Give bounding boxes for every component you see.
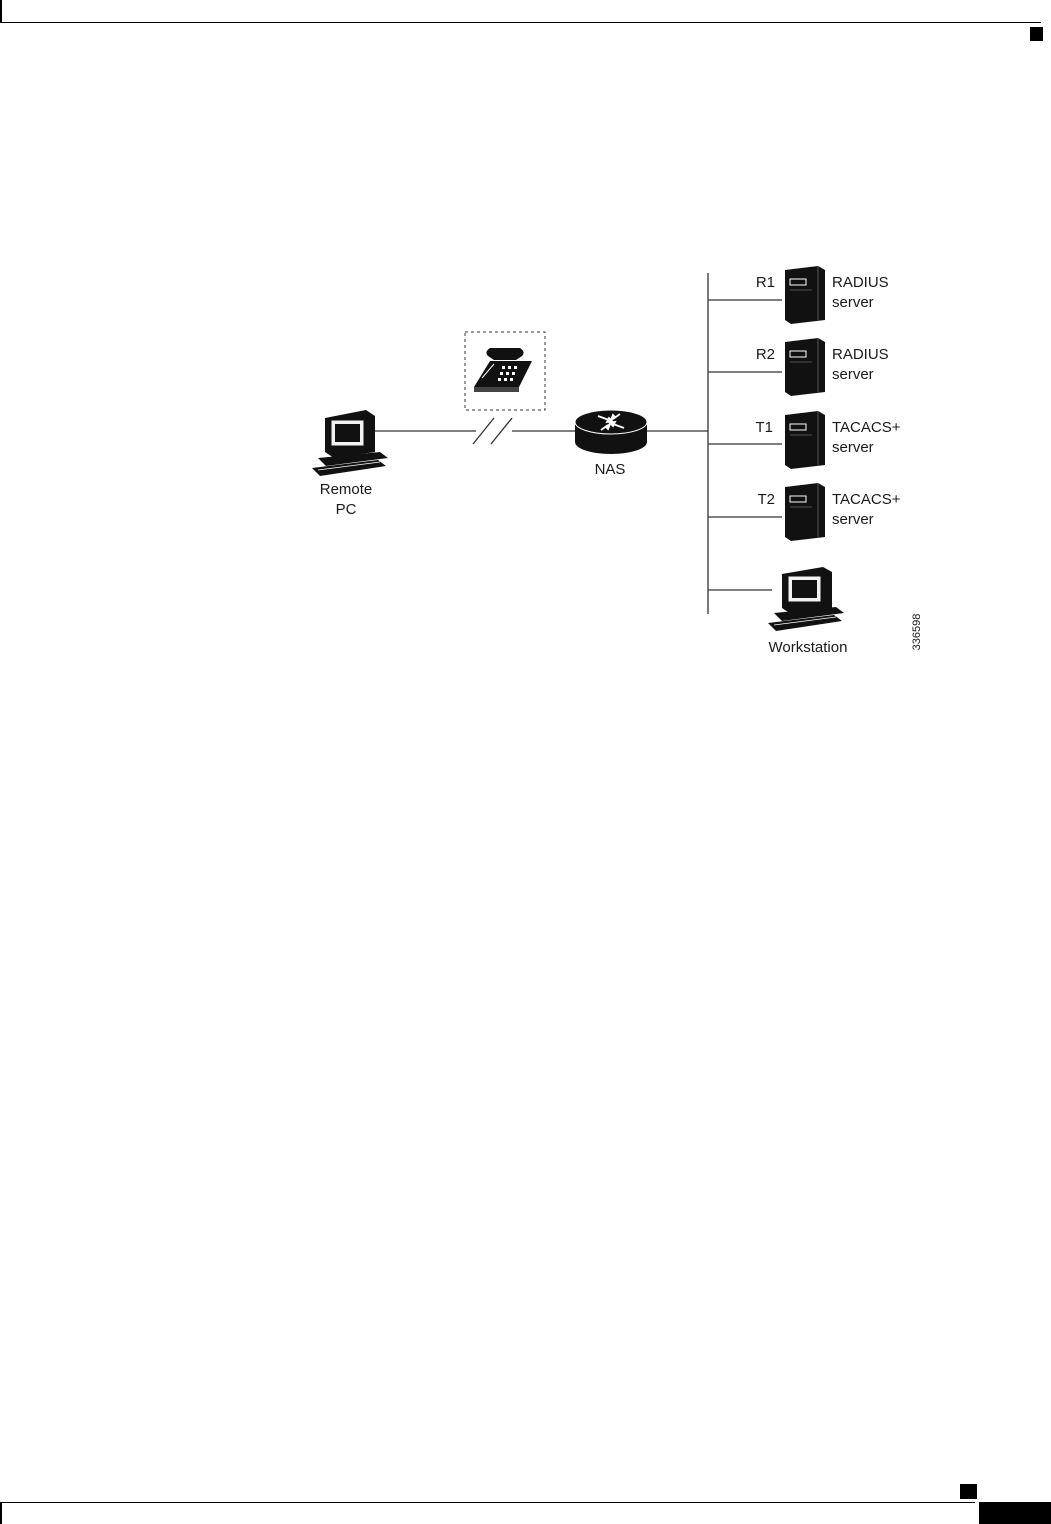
workstation: Workstation <box>768 567 847 656</box>
footer-page-tab <box>979 1502 1051 1524</box>
server-label-line2: server <box>832 439 874 456</box>
server-tower-icon <box>785 338 825 396</box>
remote-pc-label-line1: Remote <box>320 481 373 498</box>
header-left-tick <box>0 0 2 22</box>
header-corner-marker <box>1030 27 1043 41</box>
footer-rule <box>0 1502 975 1503</box>
server-label-line2: server <box>832 294 874 311</box>
footer-corner-marker <box>960 1484 977 1499</box>
figure-id: 336598 <box>911 614 923 651</box>
server-label-line1: RADIUS <box>832 346 889 363</box>
header-rule <box>0 22 1041 23</box>
server-label-line2: server <box>832 366 874 383</box>
nas-label: NAS <box>595 461 626 478</box>
footer-left-tick <box>0 1503 2 1524</box>
remote-pc: Remote PC <box>312 410 388 518</box>
server-tower-icon <box>785 411 825 469</box>
server-t1: T1 TACACS+ server <box>755 411 901 469</box>
server-tag: T2 <box>757 491 775 508</box>
server-label-line1: TACACS+ <box>832 491 901 508</box>
server-label-line1: TACACS+ <box>832 419 901 436</box>
server-t2: T2 TACACS+ server <box>757 483 901 541</box>
router-icon <box>574 409 648 454</box>
link-break-slashes <box>472 417 513 445</box>
connection-lines <box>374 273 782 614</box>
workstation-label: Workstation <box>769 639 848 656</box>
desktop-computer-icon <box>312 410 388 476</box>
server-label-line2: server <box>832 511 874 528</box>
server-tower-icon <box>785 483 825 541</box>
nas-router: NAS <box>574 409 648 478</box>
remote-pc-label-line2: PC <box>336 501 357 518</box>
telephone-icon <box>464 331 546 411</box>
desktop-computer-icon <box>768 567 844 631</box>
server-r2: R2 RADIUS server <box>756 338 889 396</box>
server-tower-icon <box>785 266 825 324</box>
server-r1: R1 RADIUS server <box>756 266 889 324</box>
server-tag: R1 <box>756 274 775 291</box>
server-tag: T1 <box>755 419 773 436</box>
server-tag: R2 <box>756 346 775 363</box>
server-label-line1: RADIUS <box>832 274 889 291</box>
